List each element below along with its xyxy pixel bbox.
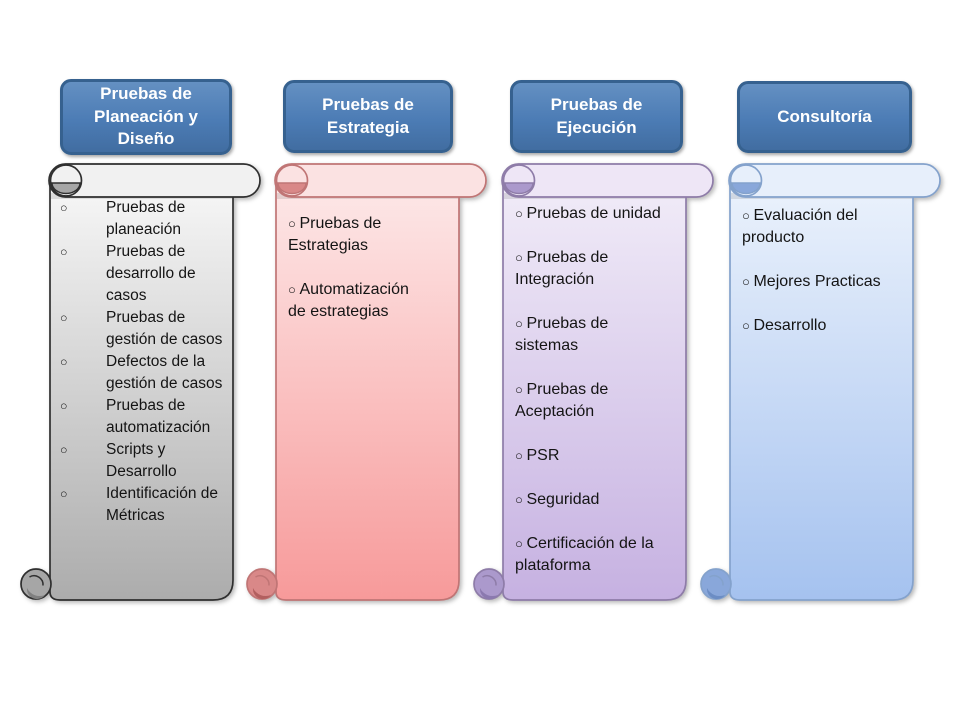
- list-item: Pruebas de gestión de casos: [60, 307, 228, 351]
- list-item: Pruebas de planeación: [60, 197, 228, 241]
- list-item: Mejores Practicas: [742, 271, 908, 293]
- list-item: Pruebas de unidad: [515, 203, 671, 225]
- item-list: Pruebas de Estrategias Automatización de…: [288, 213, 428, 323]
- list-item: Seguridad: [515, 489, 671, 511]
- header-pruebas-planeacion-diseno: Pruebas de Planeación y Diseño: [60, 79, 232, 155]
- list-item: Defectos de la gestión de casos: [60, 351, 228, 395]
- item-list: Pruebas de planeación Pruebas de desarro…: [60, 197, 228, 527]
- scroll-body-text: Pruebas de Estrategias Automatización de…: [288, 213, 428, 345]
- scroll-planeacion-diseno: Pruebas de planeación Pruebas de desarro…: [20, 163, 266, 610]
- scroll-body-text: Pruebas de planeación Pruebas de desarro…: [60, 197, 228, 527]
- list-item: Certificación de la plataforma: [515, 533, 671, 577]
- header-label: Pruebas de Planeación y Diseño: [94, 84, 198, 149]
- item-list: Pruebas de unidad Pruebas de Integración…: [515, 203, 671, 577]
- scroll-body-text: Pruebas de unidad Pruebas de Integración…: [515, 203, 671, 599]
- header-pruebas-ejecucion: Pruebas de Ejecución: [510, 80, 683, 153]
- header-label: Pruebas de Ejecución: [550, 95, 643, 137]
- item-list: Evaluación del producto Mejores Practica…: [742, 205, 908, 337]
- header-pruebas-estrategia: Pruebas de Estrategia: [283, 80, 453, 153]
- scroll-consultoria: Evaluación del producto Mejores Practica…: [700, 163, 946, 610]
- scroll-estrategia: Pruebas de Estrategias Automatización de…: [246, 163, 492, 610]
- list-item: Pruebas de Aceptación: [515, 379, 671, 423]
- list-item: Desarrollo: [742, 315, 908, 337]
- list-item: Evaluación del producto: [742, 205, 908, 249]
- list-item: Scripts y Desarrollo: [60, 439, 228, 483]
- list-item: Pruebas de desarrollo de casos: [60, 241, 228, 307]
- list-item: Pruebas de Integración: [515, 247, 671, 291]
- header-label: Pruebas de Estrategia: [322, 95, 414, 137]
- header-consultoria: Consultoría: [737, 81, 912, 153]
- list-item: Pruebas de Estrategias: [288, 213, 428, 257]
- list-item: Automatización de estrategias: [288, 279, 428, 323]
- list-item: Pruebas de sistemas: [515, 313, 671, 357]
- scroll-ejecucion: Pruebas de unidad Pruebas de Integración…: [473, 163, 719, 610]
- list-item: Pruebas de automatización: [60, 395, 228, 439]
- list-item: Identificación de Métricas: [60, 483, 228, 527]
- header-label: Consultoría: [777, 106, 872, 126]
- list-item: PSR: [515, 445, 671, 467]
- scroll-body-text: Evaluación del producto Mejores Practica…: [742, 205, 908, 359]
